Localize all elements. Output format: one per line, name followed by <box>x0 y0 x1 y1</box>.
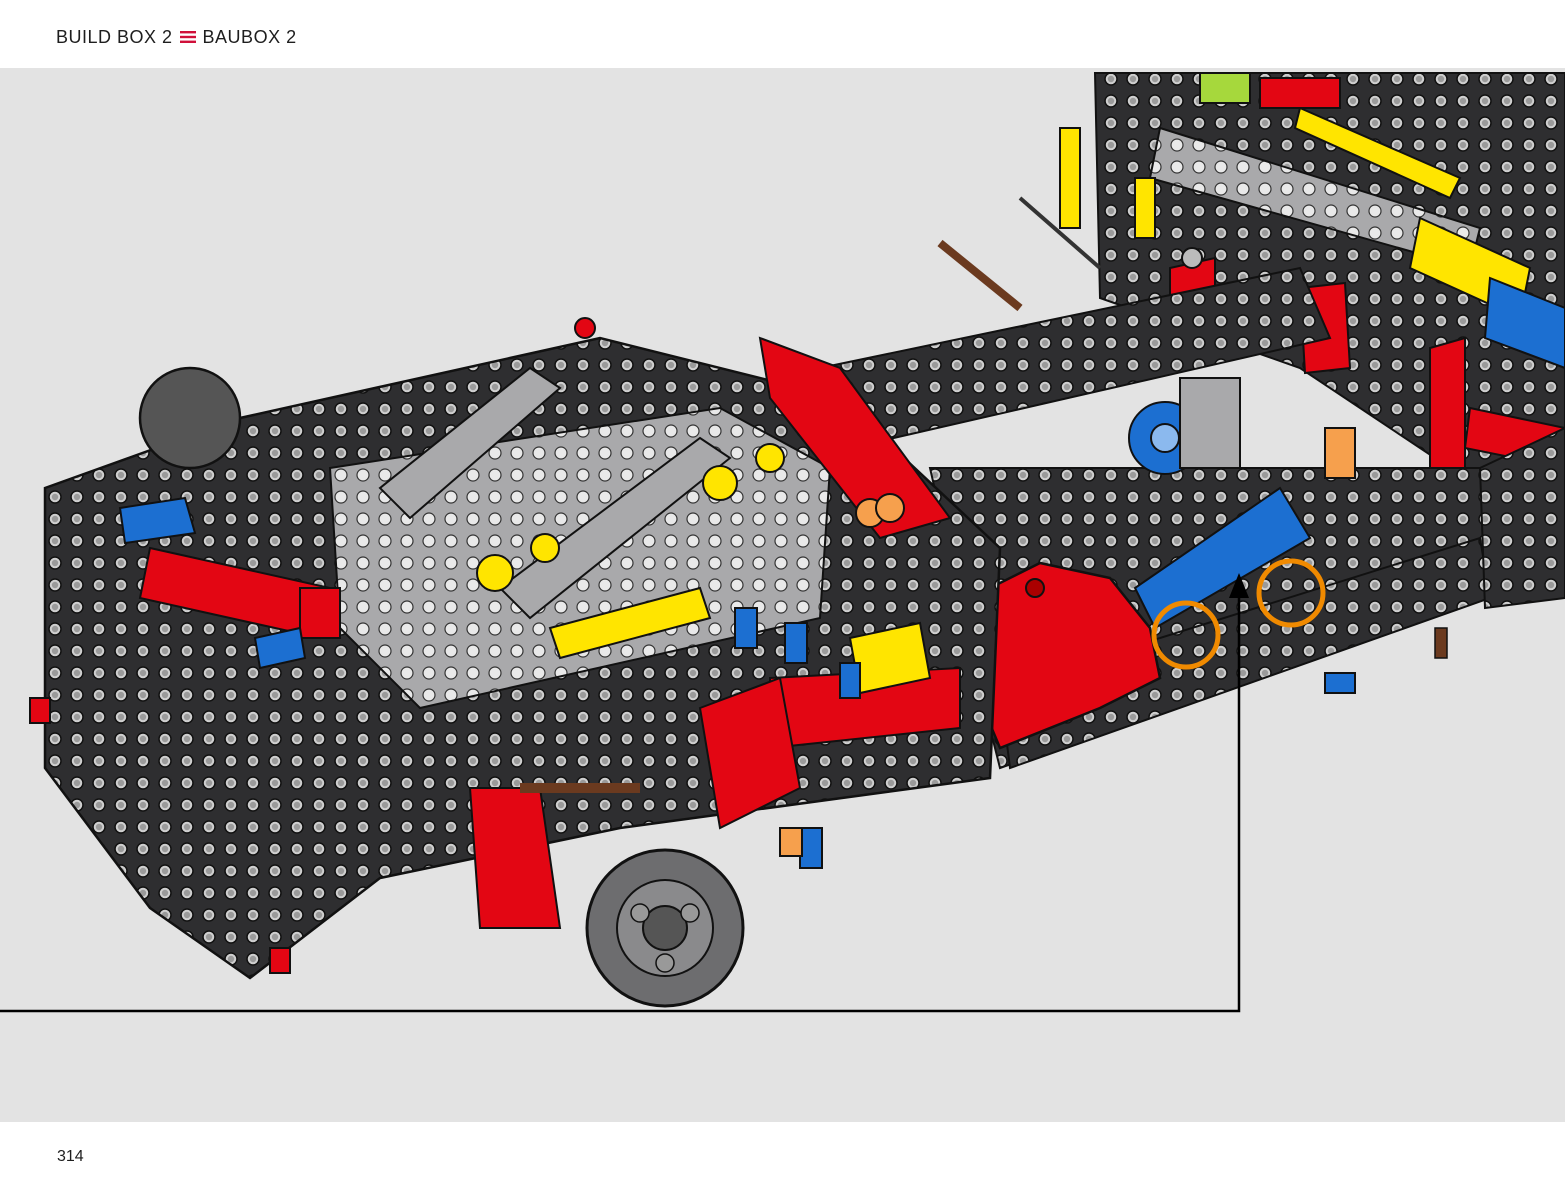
rear-frame <box>1018 72 1565 490</box>
baubox-label: BAUBOX 2 <box>202 26 297 47</box>
page-number: 314 <box>57 1148 84 1165</box>
callout-leader <box>0 573 1249 1013</box>
page-footer: 314 <box>0 1122 1565 1191</box>
chassis-render <box>0 72 1565 1013</box>
callout-circle <box>1151 600 1221 670</box>
page-header: BUILD BOX 2 BAUBOX 2 <box>0 0 1565 68</box>
build-step-illustration <box>0 68 1565 1122</box>
front-body <box>29 317 1002 980</box>
callout-circle <box>1256 558 1326 628</box>
triple-bar-icon <box>179 31 196 43</box>
wheel-hub <box>585 848 745 1008</box>
up-arrow-icon <box>1229 573 1249 598</box>
build-box-heading: BUILD BOX 2 BAUBOX 2 <box>56 26 297 48</box>
build-box-label: BUILD BOX 2 <box>56 26 173 47</box>
